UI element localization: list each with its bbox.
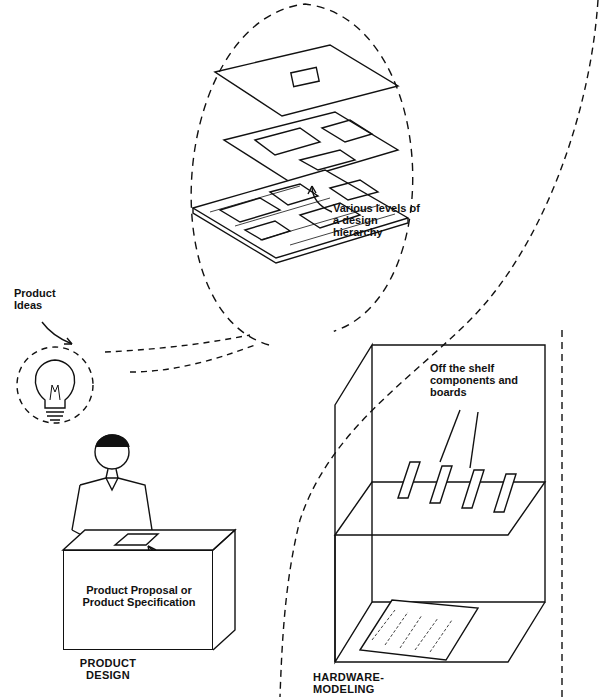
bubble-outline [185, 2, 425, 345]
callout-label: Product Ideas [14, 287, 74, 311]
bulb-base [46, 412, 64, 420]
desk-side [213, 530, 235, 650]
leader-line [440, 410, 460, 462]
dashed-border-line [561, 330, 562, 697]
leader-line [470, 412, 478, 468]
arrow-head [308, 186, 316, 194]
section-caption: HARDWARE-MODELING [313, 671, 385, 695]
paper-sheet [115, 534, 158, 545]
cabinet-box: Off the shelf components and boardsHARDW… [335, 345, 545, 662]
light-bulb [35, 360, 74, 408]
leader-line [42, 322, 72, 344]
thought-trail [130, 345, 255, 372]
desk-label: Product Proposal or Product Specificatio… [76, 584, 202, 608]
idea-circle [17, 347, 93, 423]
component-cabinet [335, 345, 545, 662]
thought-trail [105, 335, 250, 352]
bulb-filament [50, 385, 60, 400]
section-caption: PRODUCT DESIGN [69, 657, 147, 681]
bubble-label: Various levels of a design hierarchy [333, 202, 425, 238]
desk-box: Product Proposal or Product Specificatio… [63, 550, 213, 650]
bubble-outline [191, 4, 413, 345]
thought-bubble: Various levels of a design hierarchy [185, 2, 425, 345]
designer-figure [72, 435, 152, 542]
arrow-head [64, 338, 72, 344]
cabinet-label: Off the shelf components and boards [430, 362, 538, 398]
